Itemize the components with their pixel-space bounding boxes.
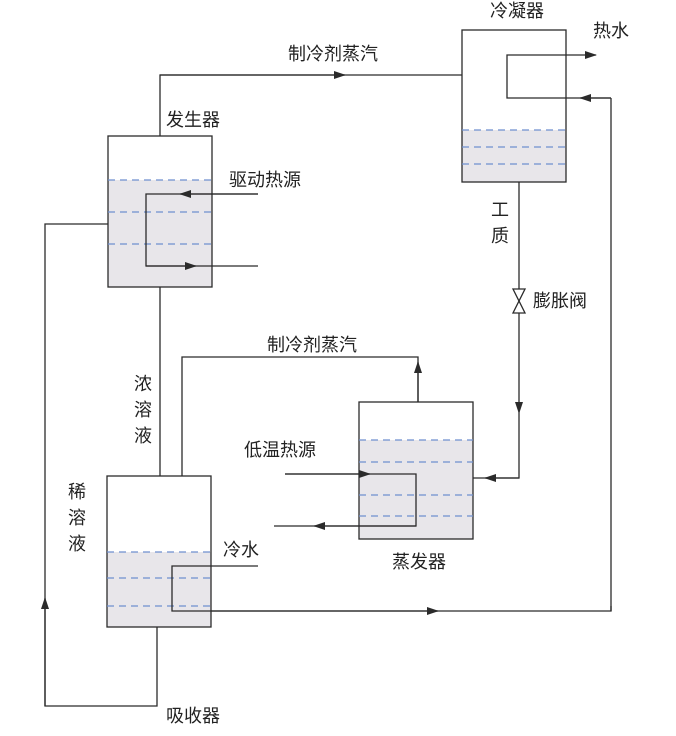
absorber-label: 吸收器 (166, 706, 220, 727)
low-temp-heat-source-label: 低温热源 (244, 440, 316, 461)
working-fluid-label: 工质 (491, 200, 509, 247)
absorber-vessel (106, 475, 212, 628)
refrigerant-vapor-mid-label: 制冷剂蒸汽 (267, 335, 357, 356)
drive-heat-source-label: 驱动热源 (229, 170, 301, 191)
expansion-valve-symbol (511, 288, 527, 314)
condenser-label: 冷凝器 (490, 1, 544, 22)
dilute-solution-label: 稀溶液 (68, 482, 86, 555)
hot-water-coil (506, 51, 611, 99)
evaporator-label: 蒸发器 (392, 552, 446, 573)
hot-water-label: 热水 (593, 21, 629, 42)
expansion-valve-label: 膨胀阀 (533, 291, 587, 312)
dilute-solution-line (44, 223, 158, 707)
strong-solution-label: 浓溶液 (134, 374, 152, 447)
cold-water-label: 冷水 (223, 540, 259, 561)
generator-label: 发生器 (166, 110, 220, 131)
condenser-vessel (461, 29, 567, 183)
generator-vessel (107, 135, 213, 288)
refrigerant-vapor-top-label: 制冷剂蒸汽 (288, 44, 378, 65)
cold-water-coil (171, 98, 612, 612)
